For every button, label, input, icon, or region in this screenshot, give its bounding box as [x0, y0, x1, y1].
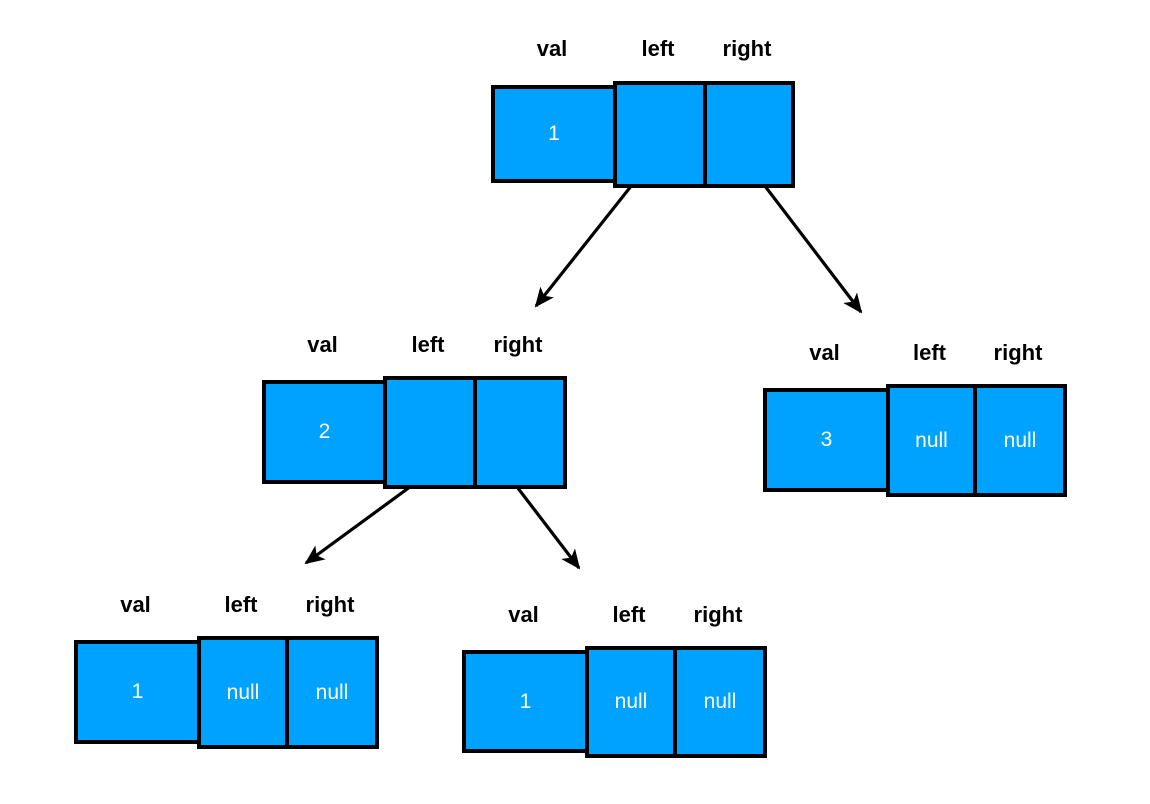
cell-leaf-left-val: 1	[74, 640, 201, 744]
cell-node-2-left	[383, 376, 477, 489]
column-header-left: left	[411, 332, 445, 357]
column-header-val: val	[120, 592, 151, 617]
cell-node-3-val: 3	[763, 388, 890, 492]
cell-node-3-left: null	[886, 384, 977, 497]
cell-root-val: 1	[491, 85, 617, 183]
column-header-right: right	[993, 340, 1043, 365]
cell-leaf-right-left: null	[585, 646, 677, 758]
column-header-left: left	[641, 36, 675, 61]
column-header-left: left	[224, 592, 258, 617]
cell-leaf-right-val: 1	[462, 650, 589, 753]
column-header-left: left	[913, 340, 946, 365]
column-header-val: val	[508, 602, 539, 627]
cell-node-2-right	[473, 376, 567, 489]
cell-node-2-val: 2	[262, 380, 387, 484]
column-header-left: left	[612, 602, 646, 627]
column-header-right: right	[722, 36, 772, 61]
column-header-val: val	[307, 332, 338, 357]
cell-leaf-left-right: null	[285, 636, 379, 749]
column-header-right: right	[305, 592, 355, 617]
column-header-right: right	[693, 602, 743, 627]
cell-leaf-left-left: null	[197, 636, 289, 749]
cell-node-3-right: null	[973, 384, 1067, 497]
column-header-val: val	[536, 36, 568, 61]
column-header-val: val	[809, 340, 840, 365]
cell-root-left	[613, 81, 707, 188]
column-header-right: right	[493, 332, 543, 357]
cell-leaf-right-right: null	[673, 646, 767, 758]
cell-root-right	[703, 81, 795, 188]
